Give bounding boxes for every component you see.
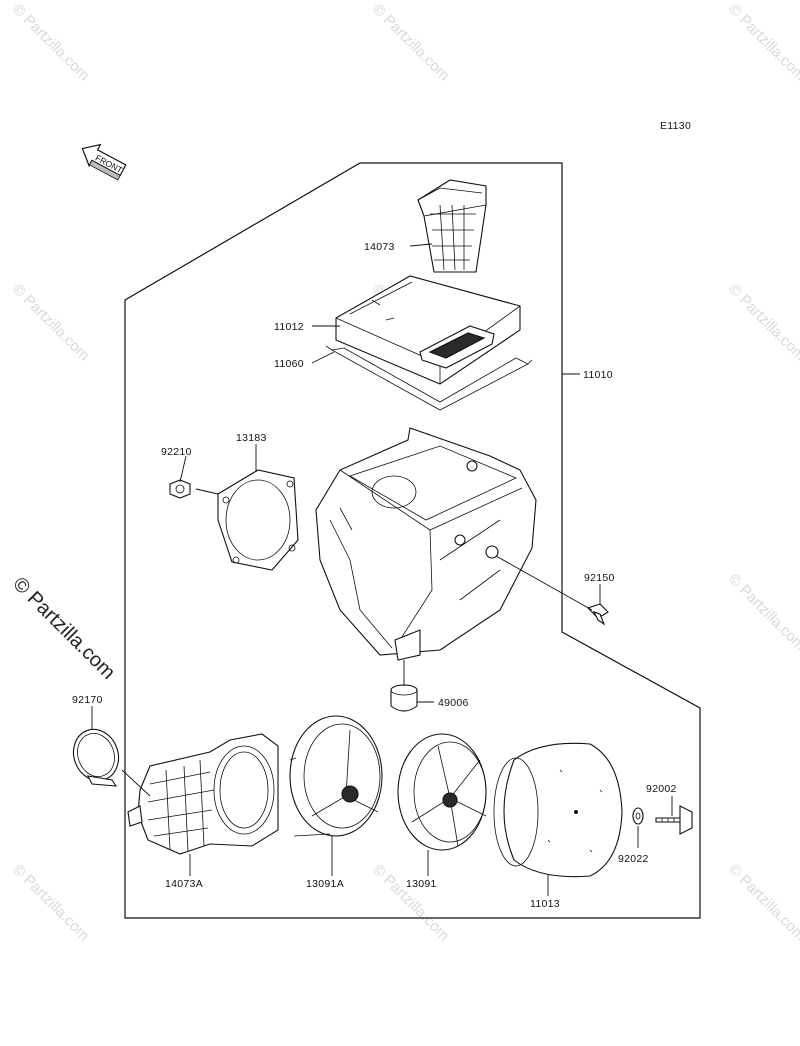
part-labels: 14073 11012 11060 11010 92210 13183 9215… [72, 241, 677, 910]
part-label: 14073A [165, 878, 203, 890]
part-13183-plate [217, 469, 299, 571]
part-92150-bolt [586, 603, 609, 626]
watermark: © Partzilla.com [369, 861, 452, 944]
watermark: © Partzilla.com [725, 281, 800, 364]
part-11012-cover [335, 275, 521, 385]
part-14073-duct [417, 179, 487, 273]
part-label: 13091 [406, 878, 437, 890]
watermark: © Partzilla.com [725, 571, 800, 654]
part-13091-frame [397, 733, 487, 851]
part-92210-nut [169, 479, 191, 499]
part-label: 13091A [306, 878, 344, 890]
part-label: 14073 [364, 241, 395, 253]
part-92022-washer [632, 807, 644, 825]
part-label: 13183 [236, 432, 267, 444]
part-label: 11012 [274, 321, 304, 333]
front-arrow-icon: FRONT [81, 143, 127, 181]
part-label: 92002 [646, 783, 677, 795]
part-11060-gasket [325, 345, 533, 411]
part-label: 92210 [161, 446, 192, 458]
watermark: © Partzilla.com [9, 861, 92, 944]
part-92170-clamp [72, 728, 120, 787]
part-label: 92150 [584, 572, 615, 584]
part-49006-cap [390, 684, 418, 712]
leader-lines [91, 243, 673, 896]
part-11013-element [493, 742, 623, 878]
part-label: 11060 [274, 358, 304, 370]
part-label: 92022 [618, 853, 649, 865]
part-13091A-holder [289, 715, 383, 837]
part-label: 92170 [72, 694, 103, 706]
watermark: © Partzilla.com [725, 861, 800, 944]
watermark: © Partzilla.com [369, 1, 452, 84]
diagram-code: E1130 [660, 120, 691, 132]
watermark: © Partzilla.com [725, 1, 800, 84]
part-label: 11010 [583, 369, 613, 381]
part-label: 11013 [530, 898, 560, 910]
watermark-dark: © Partzilla.com [8, 573, 119, 684]
part-92002-wingbolt [655, 805, 693, 835]
watermark: © Partzilla.com [9, 281, 92, 364]
part-14073A-boot [127, 733, 279, 855]
watermark: © Partzilla.com [9, 1, 92, 84]
part-label: 49006 [438, 697, 469, 709]
assembly-frame [124, 162, 701, 919]
part-11010-airbox [315, 427, 537, 661]
